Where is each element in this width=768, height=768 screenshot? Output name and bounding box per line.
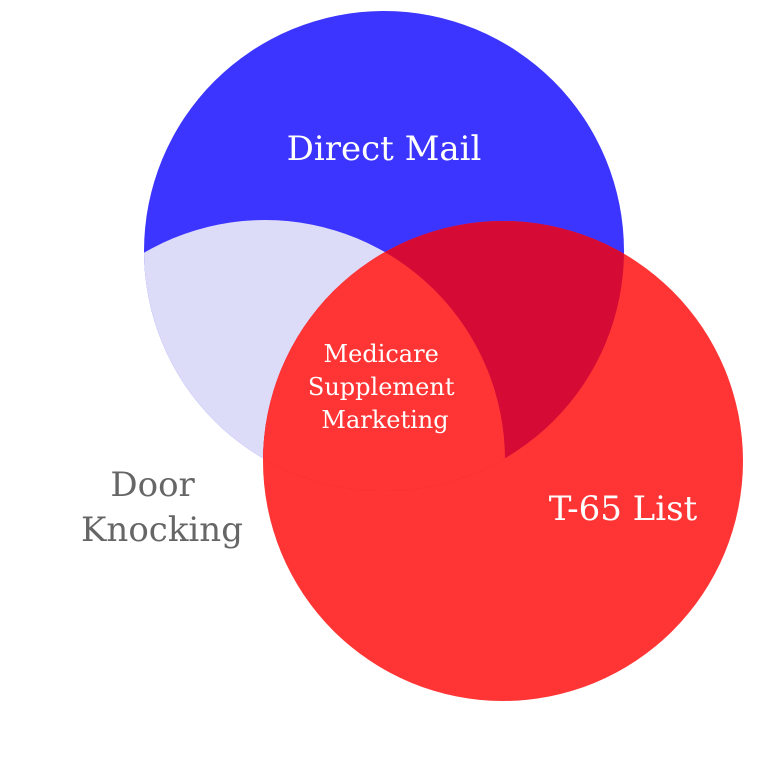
center-label-line-2: Supplement: [308, 373, 455, 401]
center-label-line-3: Marketing: [321, 406, 448, 434]
t65-list-label: T-65 List: [549, 489, 698, 529]
center-label: Medicare Supplement Marketing: [308, 340, 462, 434]
center-label-line-1: Medicare: [324, 340, 439, 368]
direct-mail-label: Direct Mail: [287, 129, 482, 169]
door-knocking-label: Door Knocking: [81, 465, 243, 550]
door-knocking-label-line-1: Door: [110, 465, 195, 505]
door-knocking-label-line-2: Knocking: [81, 510, 243, 550]
